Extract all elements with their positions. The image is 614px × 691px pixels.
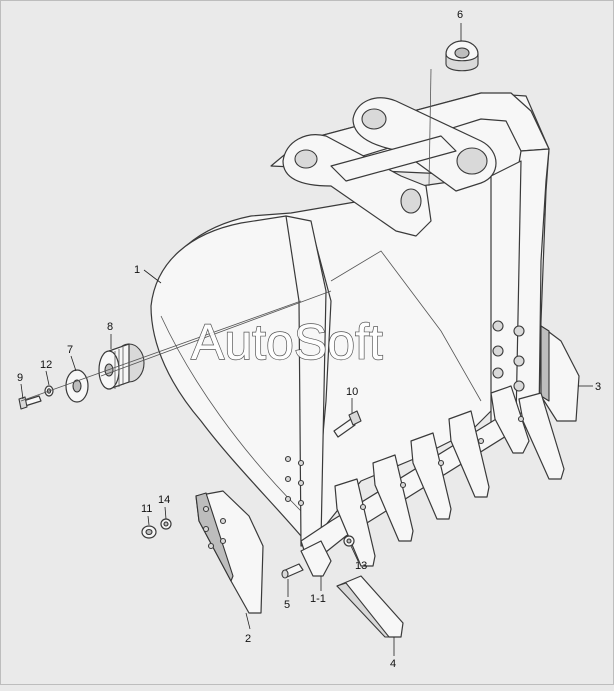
bucket-body: [150, 92, 550, 547]
callout-9: 9: [17, 372, 23, 384]
callout-4: 4: [390, 658, 396, 670]
callout-3: 3: [595, 381, 601, 393]
bushing-part-6: [445, 40, 479, 72]
side-cutter-part-3: [540, 325, 580, 422]
callout-10: 10: [346, 386, 358, 398]
callout-leaders: [20, 23, 593, 656]
callout-14: 14: [158, 494, 170, 506]
callout-1: 1: [134, 264, 140, 276]
nut-washer-set: [141, 518, 355, 547]
assembly-centerlines: [20, 68, 432, 402]
callout-13: 13: [355, 560, 367, 572]
autosoft-watermark: AutoSoft: [191, 314, 383, 370]
pin-part-5: [281, 563, 304, 579]
callout-1-1: 1-1: [310, 593, 326, 605]
cutting-edge-with-teeth: [300, 385, 565, 638]
callout-12: 12: [40, 359, 52, 371]
callout-6: 6: [457, 9, 463, 21]
callout-2: 2: [245, 633, 251, 645]
callout-7: 7: [67, 344, 73, 356]
bolt-part-10: [333, 410, 362, 438]
callout-labels: 6 1 8 7 12 9 10 3 11 14 2 5 1-1 13 4: [17, 9, 601, 670]
hub-assembly: [18, 343, 145, 410]
side-cutter-part-2: [195, 490, 264, 614]
mounting-brackets: [282, 97, 497, 237]
callout-11: 11: [141, 503, 152, 515]
callout-8: 8: [107, 321, 113, 333]
callout-5: 5: [284, 599, 290, 611]
